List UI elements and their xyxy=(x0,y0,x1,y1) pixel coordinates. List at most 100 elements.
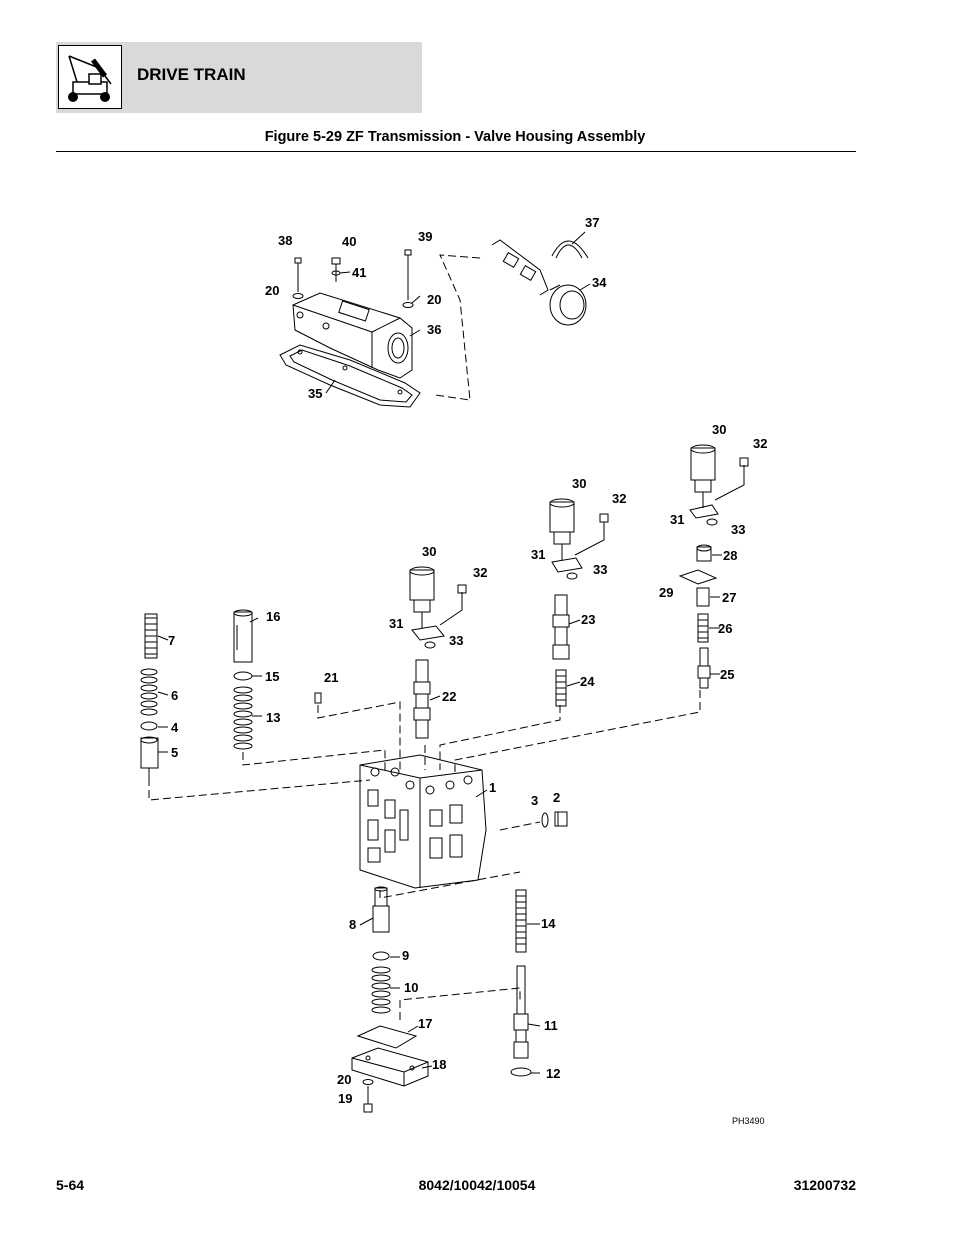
callout-15: 15 xyxy=(265,669,279,684)
valve-housing-1 xyxy=(359,754,487,889)
bolt-32-b xyxy=(574,522,605,556)
callout-28: 28 xyxy=(723,548,737,563)
callout-17: 17 xyxy=(418,1016,432,1031)
callout-22: 22 xyxy=(442,689,456,704)
document-number: 31200732 xyxy=(793,1177,856,1193)
callout-32-c: 32 xyxy=(753,436,767,451)
bolt-head-32-a xyxy=(457,584,467,594)
callout-26: 26 xyxy=(718,621,732,636)
clip-31-c xyxy=(689,504,719,519)
callout-31-a: 31 xyxy=(389,616,403,631)
callout-16: 16 xyxy=(266,609,280,624)
solenoid-30-c xyxy=(690,444,716,508)
washer-20-b xyxy=(362,1079,374,1085)
ring-9 xyxy=(372,951,390,961)
washer-4 xyxy=(140,721,158,731)
callout-20-c: 20 xyxy=(337,1072,351,1087)
callout-30-c: 30 xyxy=(712,422,726,437)
callout-19: 19 xyxy=(338,1091,352,1106)
clip-31-b xyxy=(551,557,583,573)
callout-21: 21 xyxy=(324,670,338,685)
callout-4: 4 xyxy=(171,720,179,735)
washer-33-c xyxy=(706,518,718,526)
callout-36: 36 xyxy=(427,322,441,337)
callout-29: 29 xyxy=(659,585,673,600)
oring-3 xyxy=(541,812,549,828)
sleeve-27 xyxy=(696,587,710,607)
page-number: 5-64 xyxy=(56,1177,85,1193)
figure-title: Figure 5-29 ZF Transmission - Valve Hous… xyxy=(264,129,646,145)
figure-ref-code: PH3490 xyxy=(732,1116,765,1126)
callout-33-c: 33 xyxy=(731,522,745,537)
callout-25: 25 xyxy=(720,667,734,682)
cover-18 xyxy=(351,1047,429,1087)
callout-33-b: 33 xyxy=(593,562,607,577)
callout-5: 5 xyxy=(171,745,178,760)
callout-41: 41 xyxy=(352,265,366,280)
plate-29 xyxy=(678,569,718,585)
callout-35: 35 xyxy=(308,386,322,401)
callout-27: 27 xyxy=(722,590,736,605)
bolt-32-a xyxy=(439,592,463,626)
bolt-head-32-c xyxy=(739,457,749,467)
ring-15 xyxy=(233,671,253,681)
spring-13 xyxy=(233,686,253,750)
callout-38: 38 xyxy=(278,233,292,248)
callout-7: 7 xyxy=(168,633,175,648)
callout-11: 11 xyxy=(544,1018,558,1033)
callout-9: 9 xyxy=(402,948,409,963)
callout-23: 23 xyxy=(581,612,595,627)
spring-14 xyxy=(515,889,527,953)
plug-2 xyxy=(554,811,568,827)
callout-31-b: 31 xyxy=(531,547,545,562)
bolt-38 xyxy=(292,257,304,299)
callout-8: 8 xyxy=(349,917,356,932)
callout-20-a: 20 xyxy=(265,283,279,298)
callout-18: 18 xyxy=(432,1057,446,1072)
solenoid-30-b xyxy=(549,498,575,560)
plug-21 xyxy=(314,692,322,704)
spring-6 xyxy=(140,668,158,716)
callout-2: 2 xyxy=(553,790,560,805)
ring-12 xyxy=(510,1067,532,1077)
gasket-35 xyxy=(279,344,421,408)
spring-7 xyxy=(144,613,158,659)
callout-14: 14 xyxy=(541,916,556,931)
piston-5 xyxy=(140,736,159,778)
valve-11 xyxy=(513,965,529,1059)
model-numbers: 8042/10042/10054 xyxy=(418,1177,536,1193)
spring-10 xyxy=(371,966,391,1014)
bolt-head-32-b xyxy=(599,513,609,523)
valve-25 xyxy=(697,647,711,689)
callout-20-b: 20 xyxy=(427,292,441,307)
callout-30-a: 30 xyxy=(422,544,436,559)
callout-31-c: 31 xyxy=(670,512,684,527)
cover-36 xyxy=(292,292,413,379)
callout-24: 24 xyxy=(580,674,595,689)
gasket-17 xyxy=(356,1025,418,1049)
valve-23 xyxy=(552,594,570,660)
callout-34: 34 xyxy=(592,275,607,290)
callout-32-a: 32 xyxy=(473,565,487,580)
callout-13: 13 xyxy=(266,710,280,725)
callout-32-b: 32 xyxy=(612,491,626,506)
header-rule xyxy=(56,151,856,152)
section-title: DRIVE TRAIN xyxy=(137,65,246,84)
valve-22 xyxy=(413,659,431,739)
callout-30-b: 30 xyxy=(572,476,586,491)
bolt-32-c xyxy=(714,465,745,501)
bolt-39 xyxy=(402,249,414,308)
callout-12: 12 xyxy=(546,1066,560,1081)
callout-6: 6 xyxy=(171,688,178,703)
callout-39: 39 xyxy=(418,229,432,244)
bolt-19 xyxy=(363,1086,373,1113)
spring-26 xyxy=(697,613,709,643)
washer-33-b xyxy=(566,572,578,580)
callout-33-a: 33 xyxy=(449,633,463,648)
clip-31-a xyxy=(411,625,445,641)
callout-40: 40 xyxy=(342,234,356,249)
callout-37: 37 xyxy=(585,215,599,230)
piston-8 xyxy=(372,886,390,933)
drive-train-icon xyxy=(58,45,122,109)
